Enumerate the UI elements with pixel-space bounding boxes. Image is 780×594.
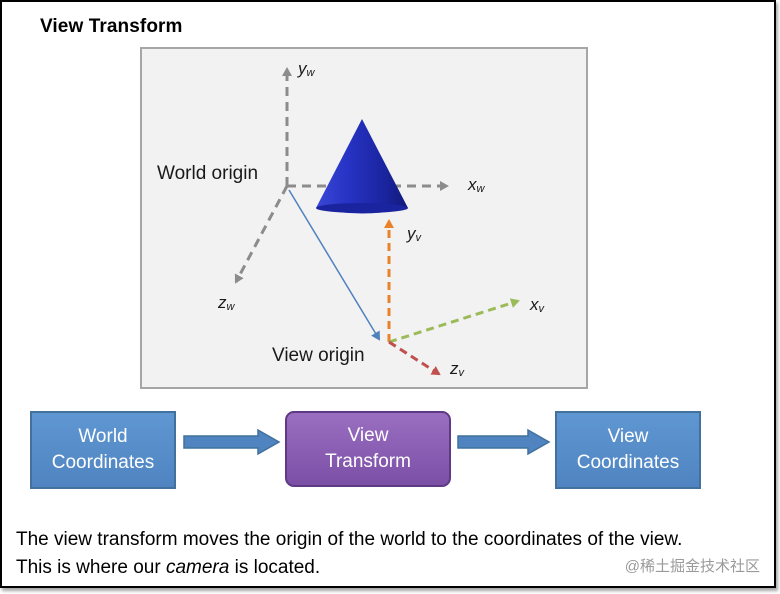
view-x-axis	[388, 298, 520, 344]
view-z-label: zv	[450, 359, 464, 379]
view-transform-box: View Transform	[285, 411, 451, 487]
view-z-axis	[388, 340, 441, 376]
watermark: @稀土掘金技术社区	[624, 558, 760, 575]
world-coordinates-box: World Coordinates	[30, 411, 176, 489]
view-origin-label: View origin	[272, 345, 365, 366]
view-y-label: yv	[407, 224, 421, 244]
flow-arrow-1	[183, 428, 281, 456]
caption-line-2: This is where our camera is located.	[16, 557, 321, 578]
world-origin-label: World origin	[157, 163, 259, 184]
world-y-label: yw	[298, 59, 315, 79]
caption-line-1: The view transform moves the origin of t…	[16, 529, 683, 550]
flow-arrow-2	[457, 428, 551, 456]
scene-drawing	[234, 67, 520, 376]
world-x-label: xw	[468, 175, 485, 195]
scene-panel: World origin View origin yw xw zw yv xv …	[140, 47, 588, 389]
page-title: View Transform	[40, 16, 183, 37]
caption-emphasis: camera	[165, 557, 230, 578]
world-z-axis	[234, 185, 289, 284]
view-x-label: xv	[530, 295, 544, 315]
origin-link-arrow	[288, 189, 381, 341]
view-coordinates-box: View Coordinates	[555, 411, 701, 489]
world-z-label: zw	[218, 293, 235, 313]
cone-base	[316, 203, 408, 213]
cone-body	[316, 119, 408, 214]
caption: The view transform moves the origin of t…	[16, 526, 682, 582]
